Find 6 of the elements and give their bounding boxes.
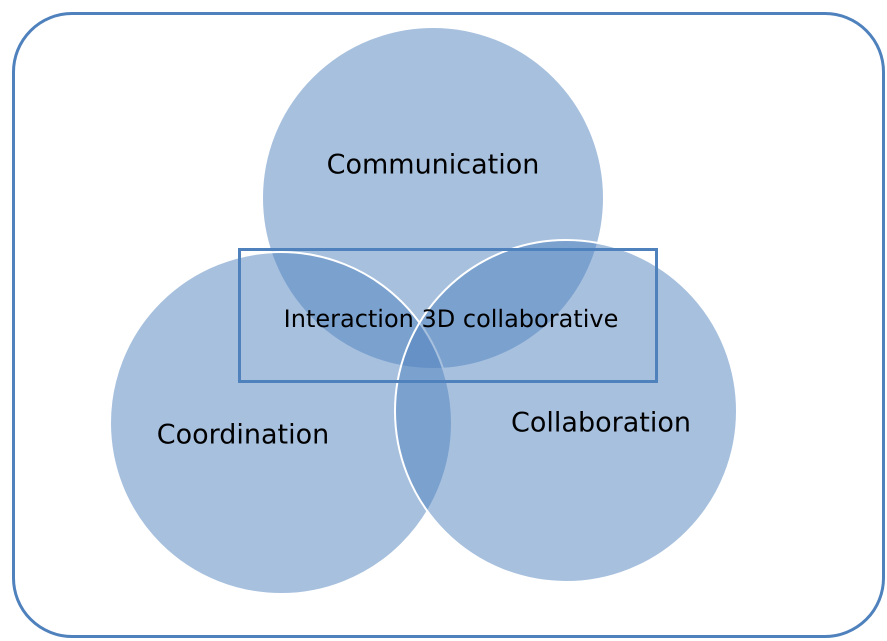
circle-label: Coordination bbox=[156, 420, 330, 450]
circle-label: Communication bbox=[326, 150, 540, 180]
rounded-frame bbox=[12, 12, 885, 638]
overlap-rectangle bbox=[238, 248, 658, 383]
overlap-label: Interaction 3D collaborative bbox=[284, 305, 618, 333]
circle-label: Collaboration bbox=[511, 408, 691, 438]
